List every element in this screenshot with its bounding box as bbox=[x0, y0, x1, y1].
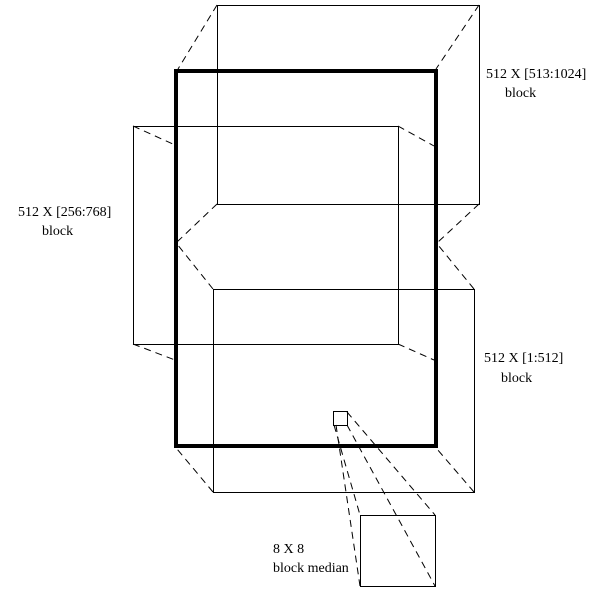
top-block-rect bbox=[217, 5, 480, 205]
top-block-connectors bbox=[176, 4, 480, 244]
top-block-label: 512 X [513:1024] bbox=[486, 67, 586, 82]
top-block-sublabel: block bbox=[505, 86, 536, 101]
median-connectors bbox=[333, 411, 436, 587]
middle-block-sublabel: block bbox=[42, 224, 73, 239]
median-sublabel: block median bbox=[273, 561, 349, 576]
middle-block-connectors bbox=[132, 125, 435, 361]
bottom-block-label: 512 X [1:512] bbox=[484, 351, 563, 366]
middle-block-label: 512 X [256:768] bbox=[18, 205, 111, 220]
small-8x8-block bbox=[333, 411, 348, 426]
bottom-block-sublabel: block bbox=[501, 371, 532, 386]
bottom-block-connectors bbox=[176, 243, 475, 493]
median-label: 8 X 8 bbox=[273, 542, 304, 557]
middle-block-rect bbox=[133, 126, 399, 345]
median-block-zoom bbox=[360, 515, 436, 587]
image-frame bbox=[174, 69, 438, 448]
bottom-block-rect bbox=[213, 289, 475, 493]
